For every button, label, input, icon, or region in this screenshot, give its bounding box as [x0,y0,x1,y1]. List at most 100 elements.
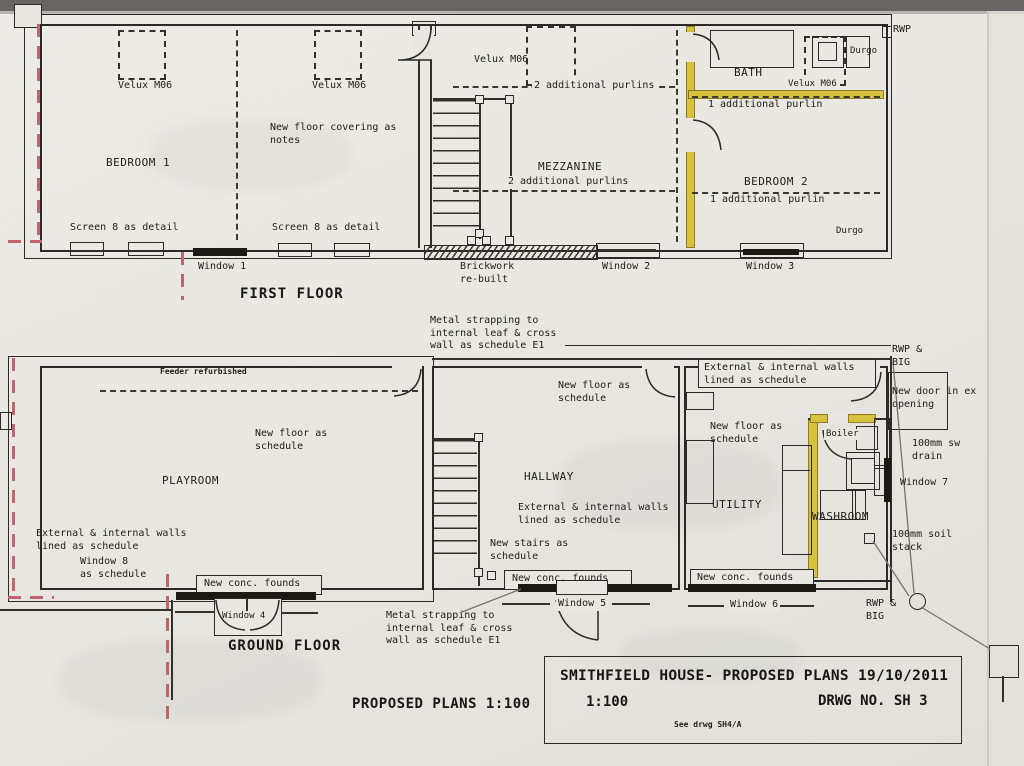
red-service-line [8,240,42,243]
founds-label: New conc. founds [512,573,609,584]
ff-stair-post [482,236,491,245]
ff-stair-rail [479,98,481,239]
bleed-smudge [60,640,320,720]
window4-mullion [246,598,248,611]
room-label-bath: BATH [734,66,763,79]
founds-label: New conc. founds [697,572,794,583]
soil-stack-marker [864,533,875,544]
velux-label: Velux M06 [312,80,367,91]
ground-line [175,611,215,613]
utility-worktop [782,445,812,555]
utility-fixture [686,440,714,504]
durgo-label: Durgo [850,46,878,56]
red-service-line [12,358,15,596]
gf-stair-post [474,568,483,577]
window5-opening [556,580,608,595]
ff-purlin-line [692,192,880,194]
red-service-line [8,596,54,599]
purlin-note: 1 additional purlin [708,194,827,207]
room-label-mezzanine: MEZZANINE [538,160,603,173]
window2-frame [596,243,660,258]
new-door-note: New door in ex opening [892,386,977,410]
new-floor-note: New floor as schedule [558,380,631,404]
gully-circle [909,593,926,610]
manhole [989,645,1019,678]
window8-label: Window 8 as schedule [80,556,147,580]
soil-stack-label: 100mm soil stack [892,529,953,553]
window1-bar [193,248,247,256]
founds-label: New conc. founds [204,578,301,589]
window7-bar [884,458,891,502]
walls-lined-note: External & internal walls lined as sched… [36,528,187,552]
ff-stair-post [505,236,514,245]
rwp-big-label: RWP & BIG [892,344,923,368]
ground-floor-caption: GROUND FLOOR [228,638,342,654]
walls-lined-note: External & internal walls lined as sched… [518,502,669,526]
service-drop-line [171,600,173,700]
velux-rooflight [526,26,576,86]
title-block-drwg-no: DRWG NO. SH 3 [818,693,928,709]
ground-line [281,612,318,614]
rwp-label: RWP [893,24,912,35]
window5-dash [612,603,650,605]
leader-line [565,345,891,347]
feeder-note: Feeder refurbished [160,367,247,376]
sw-drain-label: 100mm sw drain [912,438,961,462]
purlins-note: 2 additional purlins [532,80,657,93]
room-label-washroom: WASHROOM [812,510,869,523]
window5-label: Window 5 [556,598,609,611]
walls-note-box [698,359,876,388]
gf-outer-top-line [432,358,890,360]
velux-label: Velux M06 [786,79,839,91]
boiler-label: Boiler [824,429,861,441]
proposed-plans-caption: PROPOSED PLANS 1:100 [352,696,531,712]
window7-label: Window 7 [900,477,949,488]
bleed-smudge [620,630,800,680]
red-service-line [166,574,169,720]
gf-stair-post [487,571,496,580]
ff-mezzanine-boundary [676,30,678,242]
new-stairs-note: New stairs as schedule [490,538,569,562]
ff-bedroom2-door-opening [684,118,696,152]
ff-stair-treads [433,100,479,236]
gf-highlight-wall [810,414,828,423]
ff-stair-post [505,95,514,104]
window-frame [334,243,370,257]
brickwork-hatch [424,245,598,260]
title-block-note: See drwg SH4/A [674,720,742,729]
ff-stair-post [475,229,484,238]
ff-stair-post [475,95,484,104]
room-label-utility: UTILITY [712,498,762,511]
ff-partition-wall [418,24,420,248]
durgo-label: Durgo [836,226,864,236]
manhole-line [1002,676,1004,702]
window3-label: Window 3 [746,261,795,272]
washbasin-side [852,490,866,520]
window1-label: Window 1 [198,261,247,272]
walls-lined-note: External & internal walls lined as sched… [704,362,855,386]
new-floor-note: New floor as schedule [255,428,328,452]
gf-stair-post [474,433,483,442]
gf-stair-treads [433,440,477,556]
window5-dash [502,603,550,605]
ff-partition-wall [430,24,432,248]
rwp-marker [882,26,892,38]
window-frame [70,242,104,256]
bleed-smudge [150,120,350,190]
red-service-line [37,24,40,240]
new-floor-note: New floor as schedule [710,421,783,445]
purlins-note: 2 additional purlins [506,176,631,189]
window-frame [128,242,164,256]
room-label-bedroom1: BEDROOM 1 [106,156,171,169]
photo-top-edge [0,0,1024,11]
window-frame [278,243,312,257]
ff-purlin-line [692,96,880,98]
velux-label: Velux M06 [118,80,173,91]
gf-highlight-wall [848,414,876,423]
window3-bar [743,249,799,255]
first-floor-caption: FIRST FLOOR [240,286,344,302]
worktop-divider [782,470,810,471]
screen8-note: Screen 8 as detail [272,222,381,233]
gf-playroom-dashed-line [100,390,418,392]
